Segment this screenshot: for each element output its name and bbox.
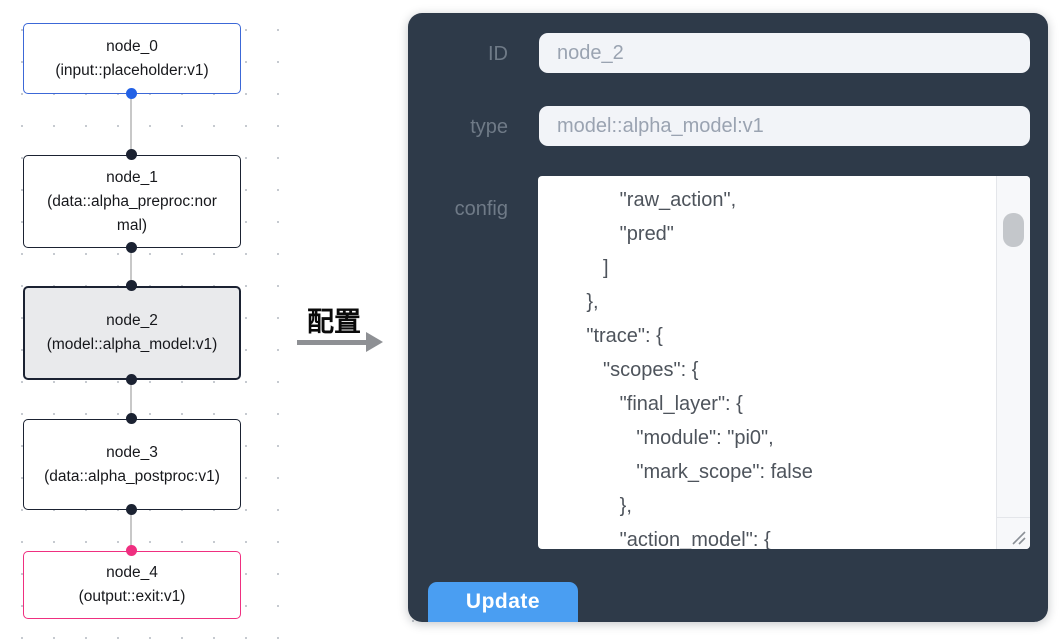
node-name: node_4: [106, 564, 158, 581]
flow-node-node_2[interactable]: node_2 (model::alpha_model:v1): [23, 286, 241, 380]
handle-node0-source[interactable]: [126, 88, 137, 99]
node-config-panel: ID type config "raw_action", "pred" ] },…: [408, 13, 1048, 622]
handle-node1-target[interactable]: [126, 149, 137, 160]
config-field-label: config: [454, 198, 508, 220]
node-type: (input::placeholder:v1): [55, 61, 209, 79]
handle-node3-source[interactable]: [126, 504, 137, 515]
edge-node2-node3: [130, 380, 132, 419]
handle-node2-target[interactable]: [126, 280, 137, 291]
type-field-label: type: [470, 116, 508, 138]
node-name: node_1: [106, 168, 158, 186]
config-scrollbar-thumb[interactable]: [1003, 213, 1024, 247]
handle-node3-target[interactable]: [126, 413, 137, 424]
node-type: (data::alpha_preproc:normal): [47, 192, 217, 234]
edge-node0-node1: [130, 94, 132, 155]
resize-grip-icon[interactable]: [1007, 526, 1027, 546]
node-name: node_0: [106, 37, 158, 55]
flow-node-node_0[interactable]: node_0 (input::placeholder:v1): [23, 23, 241, 94]
edge-node3-node4: [130, 510, 132, 551]
config-editor: "raw_action", "pred" ] }, "trace": { "sc…: [538, 176, 1030, 549]
handle-node2-source[interactable]: [126, 374, 137, 385]
type-input[interactable]: [539, 106, 1030, 146]
annotation-config-label: 配置: [307, 307, 361, 337]
config-scrollbar-track[interactable]: [996, 176, 1030, 549]
annotation-arrow: [297, 340, 367, 345]
handle-node1-source[interactable]: [126, 242, 137, 253]
flow-node-node_1[interactable]: node_1 (data::alpha_preproc:normal): [23, 155, 241, 248]
annotation-arrow-head-icon: [366, 332, 383, 352]
node-name: node_3: [106, 443, 158, 461]
id-input[interactable]: [539, 33, 1030, 73]
config-textarea[interactable]: "raw_action", "pred" ] }, "trace": { "sc…: [538, 176, 996, 549]
handle-node4-target[interactable]: [126, 545, 137, 556]
node-type: (model::alpha_model:v1): [46, 336, 218, 353]
config-scrollbar-corner: [996, 517, 1030, 549]
flow-node-node_4[interactable]: node_4 (output::exit:v1): [23, 551, 241, 619]
update-button[interactable]: Update: [428, 582, 578, 622]
node-type: (output::exit:v1): [78, 588, 186, 605]
id-field-label: ID: [488, 43, 508, 65]
edge-node1-node2: [130, 248, 132, 286]
flow-canvas[interactable]: node_0 (input::placeholder:v1) node_1 (d…: [0, 0, 285, 643]
flow-node-node_3[interactable]: node_3 (data::alpha_postproc:v1): [23, 419, 241, 510]
node-type: (data::alpha_postproc:v1): [44, 467, 220, 485]
node-name: node_2: [106, 312, 158, 329]
